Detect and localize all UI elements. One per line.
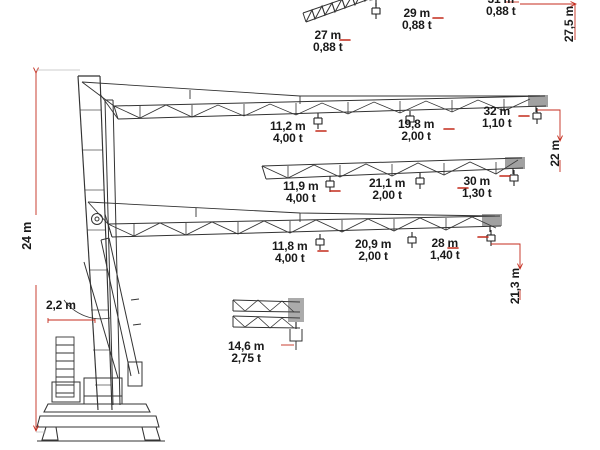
label-short-jib: 14,6 m 2,75 t (228, 339, 265, 366)
label-middle-right-radius: 30 m (463, 174, 491, 188)
mast-ladder (55, 336, 75, 398)
label-middle-mid: 21,1 m 2,00 t (369, 176, 406, 203)
label-top-jib-load: 0,88 t (313, 40, 343, 55)
support-strut (83, 261, 119, 379)
label-top-jib: 27 m 0,88 t (313, 28, 343, 55)
label-height-27-5m: 27,5 m (562, 6, 576, 43)
label-lower-right-load: 1,40 t (430, 248, 460, 263)
jib-upper-truss (113, 95, 548, 120)
hook-top-jib (371, 2, 381, 20)
label-upper-mid-radius: 19,8 m (398, 117, 435, 131)
hook-upper-left (313, 112, 323, 130)
label-middle-left-load: 4,00 t (286, 191, 316, 206)
label-upper-left: 11,2 m 4,00 t (270, 119, 306, 146)
chassis-base (36, 403, 165, 442)
label-height-21-3m: 21,3 m (508, 268, 522, 305)
hook-middle-mid (415, 172, 425, 190)
label-lower-left-radius: 11,8 m (272, 239, 308, 253)
jib-top-truss (302, 0, 385, 23)
hook-lower-left (315, 233, 325, 251)
label-upper-mid: 19,8 m 2,00 t (398, 117, 435, 144)
label-top-mid: 29 m 0,88 t (402, 6, 432, 33)
jib-middle-truss (261, 157, 525, 180)
label-upper-right: 32 m 1,10 t (482, 104, 512, 131)
hook-middle-left (325, 175, 335, 193)
label-upper-left-load: 4,00 t (273, 131, 303, 146)
label-lower-mid-load: 2,00 t (358, 249, 388, 264)
label-top-mid-radius: 29 m (403, 6, 431, 20)
label-upper-mid-load: 2,00 t (401, 129, 431, 144)
label-middle-mid-radius: 21,1 m (369, 176, 406, 190)
dimension-line-21-3m (491, 243, 520, 300)
label-top-mid-load: 0,88 t (402, 18, 432, 33)
dimension-line-24m (36, 70, 80, 433)
label-top-right: 31 m 0,88 t (486, 0, 516, 17)
hook-middle-right (509, 169, 519, 187)
slew-pulley (91, 213, 103, 225)
luffing-cylinder (100, 237, 143, 387)
label-short-jib-radius: 14,6 m (228, 339, 265, 353)
machinery-house (83, 377, 123, 405)
label-middle-mid-load: 2,00 t (372, 188, 402, 203)
label-short-jib-load: 2,75 t (231, 351, 261, 366)
label-top-right-radius: 31 m (486, 0, 516, 5)
label-top-right-load: 0,88 t (486, 4, 516, 19)
label-lower-left-load: 4,00 t (275, 251, 305, 266)
label-middle-right: 30 m 1,30 t (462, 174, 492, 201)
label-slew-radius: 2,2 m (46, 298, 76, 312)
jib-short-truss (232, 298, 304, 350)
dimension-line-2-2m (47, 318, 96, 323)
label-leader-ticks (315, 17, 530, 252)
label-lower-mid-radius: 20,9 m (355, 237, 392, 251)
jib-upper-pendants (81, 81, 540, 120)
hook-lower-mid (407, 231, 417, 249)
label-upper-right-load: 1,10 t (482, 116, 512, 131)
label-lower-right-radius: 28 m (431, 236, 459, 250)
counterweight-block (51, 381, 81, 403)
label-top-jib-radius: 27 m (314, 28, 342, 42)
dimension-line-22m (537, 109, 560, 172)
label-middle-left: 11,9 m 4,00 t (283, 179, 319, 206)
label-lower-left: 11,8 m 4,00 t (272, 239, 308, 266)
label-middle-right-load: 1,30 t (462, 186, 492, 201)
label-tower-height: 24 m (20, 222, 34, 250)
tower-mast (77, 75, 113, 411)
slew-arc (63, 299, 111, 320)
label-upper-right-radius: 32 m (483, 104, 511, 118)
jib-lower-pendants (87, 201, 496, 238)
jib-lower-truss (107, 214, 502, 238)
dimension-line-27-5m (520, 4, 575, 40)
label-lower-right: 28 m 1,40 t (430, 236, 460, 263)
label-lower-mid: 20,9 m 2,00 t (355, 237, 392, 264)
label-upper-left-radius: 11,2 m (270, 119, 306, 133)
label-height-22m: 22 m (548, 140, 562, 167)
label-middle-left-radius: 11,9 m (283, 179, 319, 193)
